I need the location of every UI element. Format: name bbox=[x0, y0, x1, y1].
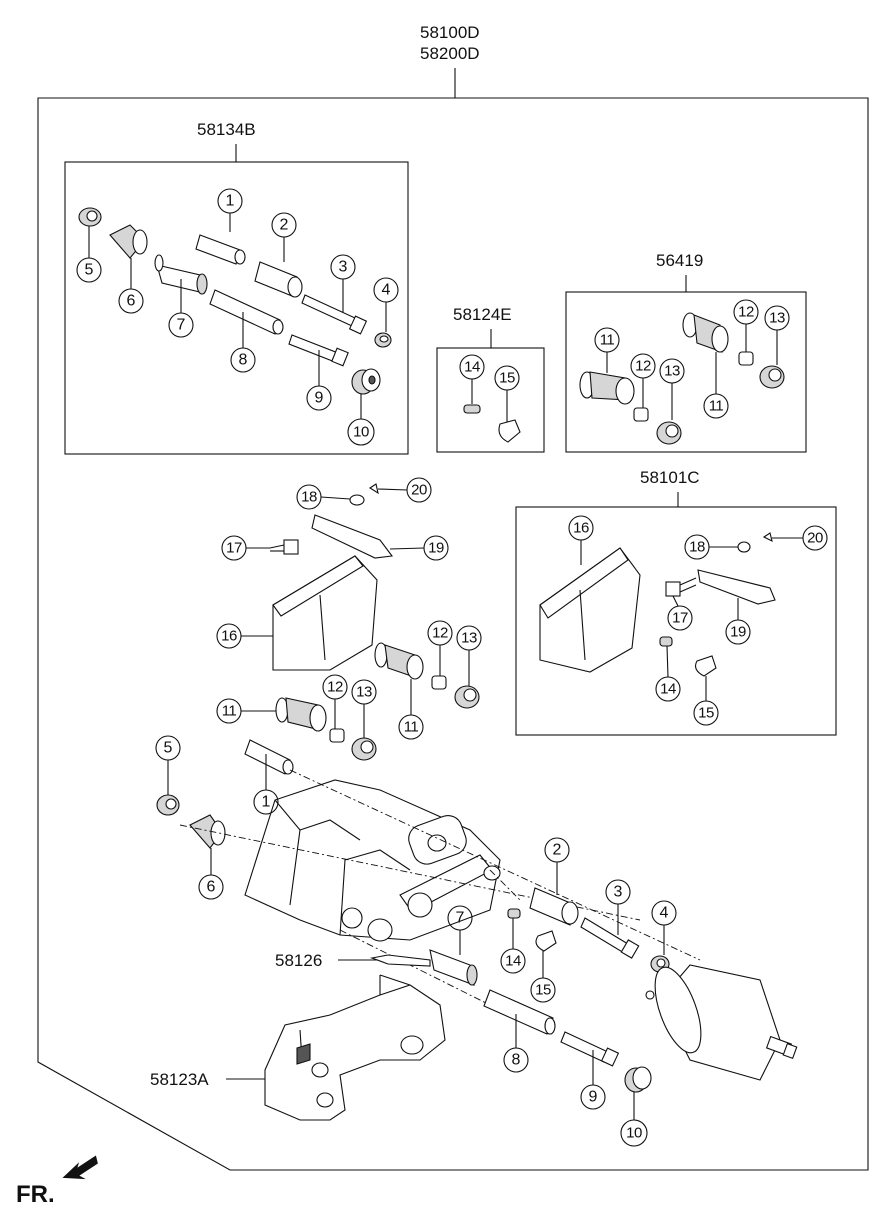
callout-11-main-a: 11 bbox=[222, 703, 237, 720]
part-code-58126: 58126 bbox=[275, 951, 322, 970]
callout-12-b-piston-kit: 12 bbox=[738, 304, 754, 321]
kit-box-58134b bbox=[64, 161, 409, 455]
callout-12-main-b: 12 bbox=[432, 625, 448, 642]
callout-20-main: 20 bbox=[411, 482, 427, 499]
callout-3-main: 3 bbox=[614, 884, 623, 901]
callout-13-main-a: 13 bbox=[356, 684, 372, 701]
callout-11-b-piston-kit: 11 bbox=[709, 398, 724, 415]
kit-label-56419: 56419 bbox=[656, 251, 703, 270]
callout-16-main: 16 bbox=[221, 628, 237, 645]
caliper-housing bbox=[244, 779, 501, 942]
kit-56419-parts bbox=[579, 312, 785, 445]
kit-58101c-parts bbox=[539, 532, 776, 677]
callout-5-kit: 5 bbox=[85, 262, 94, 279]
assembly-code-58200d: 58200D bbox=[420, 44, 480, 63]
exploded-parts bbox=[156, 483, 480, 849]
callout-1-main: 1 bbox=[262, 794, 271, 811]
kit-label-58124e: 58124E bbox=[453, 305, 512, 324]
callout-7-main: 7 bbox=[456, 910, 465, 927]
callout-2-kit: 2 bbox=[280, 217, 289, 234]
callout-17-main: 17 bbox=[226, 540, 242, 557]
callout-4-main: 4 bbox=[660, 905, 669, 922]
callout-19-main: 19 bbox=[428, 540, 444, 557]
part-code-58123a: 58123A bbox=[150, 1070, 209, 1089]
callout-10-kit: 10 bbox=[353, 424, 369, 441]
callout-20-pad-kit: 20 bbox=[807, 530, 823, 547]
callout-8-kit: 8 bbox=[239, 352, 248, 369]
main-frame bbox=[37, 97, 869, 1171]
callout-14-pad-kit: 14 bbox=[660, 681, 676, 698]
callout-18-main: 18 bbox=[301, 489, 317, 506]
callout-12-a-piston-kit: 12 bbox=[635, 358, 651, 375]
kit-58134b-parts bbox=[78, 207, 392, 395]
callout-15-pad-kit: 15 bbox=[698, 705, 714, 722]
callout-16-pad-kit: 16 bbox=[573, 520, 589, 537]
callout-19-pad-kit: 19 bbox=[730, 624, 746, 641]
callout-7-kit: 7 bbox=[177, 317, 186, 334]
callout-15-main: 15 bbox=[535, 982, 551, 999]
callout-12-main-a: 12 bbox=[327, 679, 343, 696]
callout-8-main: 8 bbox=[512, 1052, 521, 1069]
front-direction-label: FR. bbox=[16, 1181, 55, 1208]
front-arrow-icon bbox=[62, 1155, 98, 1180]
kit-label-58134b: 58134B bbox=[197, 120, 256, 139]
callout-18-pad-kit: 18 bbox=[689, 539, 705, 556]
callout-17-pad-kit: 17 bbox=[672, 610, 688, 627]
callout-3-kit: 3 bbox=[339, 259, 348, 276]
callout-1-kit: 1 bbox=[226, 193, 235, 210]
callout-4-kit: 4 bbox=[382, 282, 391, 299]
callout-13-main-b: 13 bbox=[461, 630, 477, 647]
kit-box-56419 bbox=[565, 291, 807, 453]
callout-10-main: 10 bbox=[626, 1125, 642, 1142]
callout-11-main-b: 11 bbox=[404, 719, 419, 736]
assembly-code-58100d: 58100D bbox=[420, 23, 480, 42]
callout-2-main: 2 bbox=[553, 842, 562, 859]
callout-14-main: 14 bbox=[505, 953, 521, 970]
exploded-parts-right bbox=[369, 887, 798, 1093]
callout-13-b-piston-kit: 13 bbox=[769, 310, 785, 327]
kit-box-58101c bbox=[515, 506, 837, 736]
callout-6-main: 6 bbox=[207, 879, 216, 896]
callout-15-pin-kit: 15 bbox=[499, 370, 515, 387]
callout-5-main: 5 bbox=[164, 740, 173, 757]
callout-9-main: 9 bbox=[589, 1089, 598, 1106]
callout-14-pin-kit: 14 bbox=[464, 359, 480, 376]
callout-9-kit: 9 bbox=[315, 390, 324, 407]
callout-13-a-piston-kit: 13 bbox=[664, 363, 680, 380]
kit-label-58101c: 58101C bbox=[640, 468, 700, 487]
kit-box-58124e bbox=[436, 347, 545, 453]
callout-11-a-piston-kit: 11 bbox=[600, 332, 615, 349]
callout-6-kit: 6 bbox=[127, 293, 136, 310]
carrier-bracket bbox=[264, 974, 446, 1121]
